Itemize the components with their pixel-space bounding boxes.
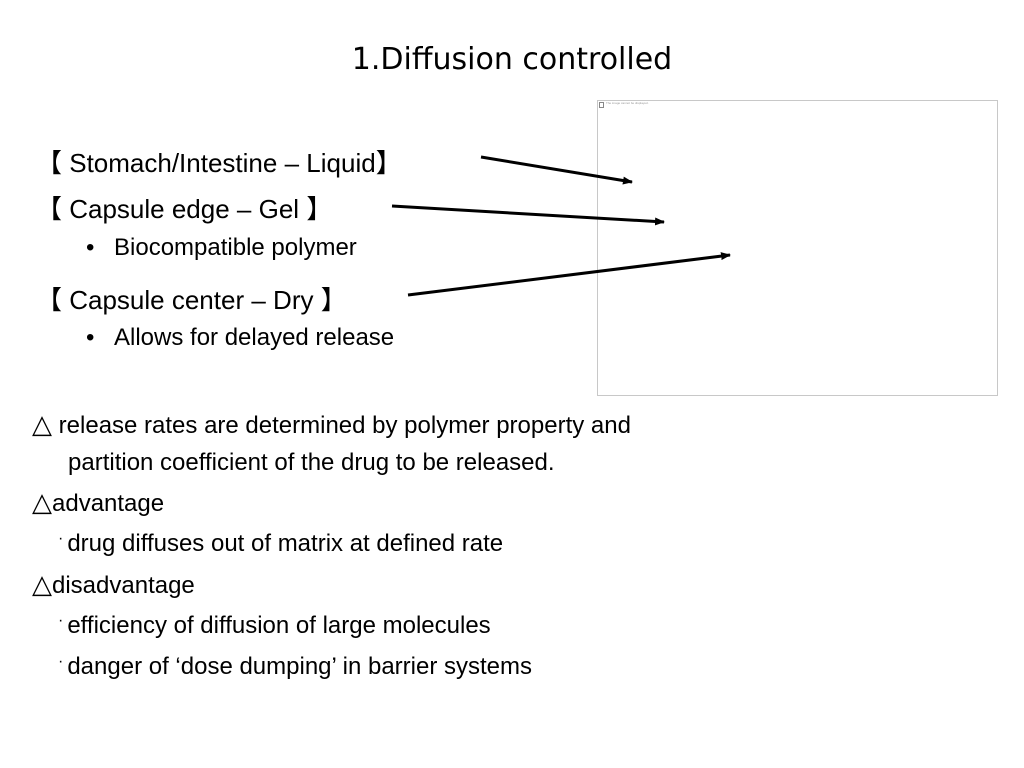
layer-name: Stomach/Intestine (69, 148, 278, 178)
arrow-stomach (480, 155, 633, 185)
advantage-item-text: drug diffuses out of matrix at defined r… (67, 530, 504, 557)
advantage-label: advantage (52, 490, 165, 517)
bullet-marker: • (86, 234, 95, 261)
release-rates-text: release rates are determined by polymer … (52, 412, 631, 439)
disadvantage-item-large-molecules: ·efficiency of diffusion of large molecu… (58, 612, 491, 640)
triangle-icon: △ (32, 488, 52, 518)
bracket-close: 】 (313, 285, 347, 315)
layer-name: Capsule edge (69, 194, 230, 224)
triangle-icon: △ (32, 410, 52, 440)
disadvantage-item-text: efficiency of diffusion of large molecul… (67, 612, 491, 639)
layer-separator: – (229, 194, 259, 224)
item-marker: · (58, 653, 64, 670)
capsule-image-placeholder: The image cannot be displayed. (597, 100, 998, 396)
bracket-open: 【 (36, 194, 70, 224)
broken-image-icon (599, 102, 604, 108)
layer-state: Dry (273, 285, 314, 315)
layer-name: Capsule center (69, 285, 245, 315)
disadvantage-item-dose-dumping: ·danger of ‘dose dumping’ in barrier sys… (58, 653, 532, 681)
sub-bullet-biocompatible: • Biocompatible polymer (86, 234, 357, 262)
sub-bullet-text: Allows for delayed release (114, 324, 395, 351)
item-marker: · (58, 530, 64, 547)
bracket-open: 【 (36, 285, 70, 315)
sub-bullet-text: Biocompatible polymer (114, 234, 357, 261)
layer-separator: – (244, 285, 274, 315)
slide-title: 1.Diffusion controlled (351, 42, 673, 77)
layer-state: Gel (258, 194, 300, 224)
image-placeholder-text: The image cannot be displayed. (606, 101, 649, 105)
bullet-marker: • (86, 324, 95, 351)
release-rates-line-2: partition coefficient of the drug to be … (68, 449, 555, 476)
disadvantage-heading: △disadvantage (32, 570, 195, 600)
bracket-close: 】 (375, 148, 402, 178)
sub-bullet-delayed-release: • Allows for delayed release (86, 324, 394, 352)
layer-state: Liquid (306, 148, 376, 178)
bracket-close: 】 (299, 194, 333, 224)
layer-separator: – (277, 148, 307, 178)
triangle-icon: △ (32, 570, 52, 600)
disadvantage-item-text: danger of ‘dose dumping’ in barrier syst… (67, 653, 532, 680)
layer-stomach-intestine: 【 Stomach/Intestine – Liquid】 (36, 143, 402, 180)
disadvantage-label: disadvantage (52, 572, 195, 599)
arrow-capsule-center (407, 252, 731, 297)
arrow-capsule-edge (391, 204, 665, 226)
advantage-item: ·drug diffuses out of matrix at defined … (58, 530, 503, 558)
layer-capsule-center: 【 Capsule center – Dry 】 (36, 280, 347, 317)
advantage-heading: △advantage (32, 488, 164, 518)
item-marker: · (58, 612, 64, 629)
bracket-open: 【 (36, 148, 70, 178)
release-rates-line-1: △ release rates are determined by polyme… (32, 410, 631, 440)
layer-capsule-edge: 【 Capsule edge – Gel 】 (36, 189, 332, 226)
